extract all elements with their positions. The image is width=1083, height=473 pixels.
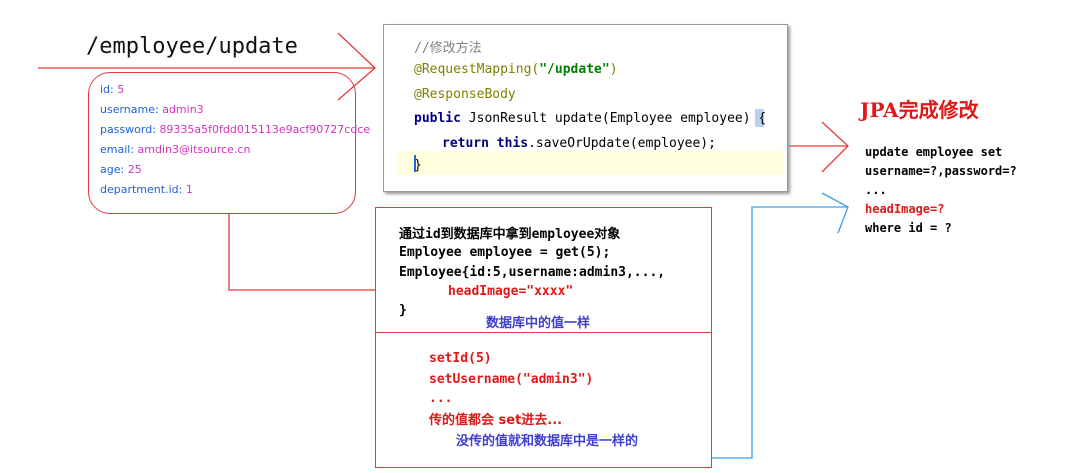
fetch-note: 数据库中的值一样 [486,316,591,331]
code-request-mapping: @RequestMapping("/update") [414,62,618,77]
unset-values-note: 没传的值就和数据库中是一样的 [456,434,639,449]
param-separator: : [120,163,128,176]
code-method-signature: public JsonResult update(Employee employ… [414,111,766,126]
param-row: age: 25 [100,160,370,180]
method-open: ) { [742,111,767,126]
code-to-sql-arrow-head [821,121,849,173]
param-separator: : [110,83,118,96]
param-key: department.id [100,183,179,196]
setter-setusername: setUsername("admin3") [429,372,594,387]
method-call: .saveOrUpdate(employee); [528,136,716,151]
param-row: email: amdin3@itsource.cn [100,140,370,160]
fetch-headimage-value: headImage="xxxx" [448,284,574,299]
param-key: id [100,83,111,96]
fetch-entity-close: } [399,303,407,318]
param-row: id: 5 [100,80,370,100]
param-value: 25 [127,163,142,176]
code-response-body: @ResponseBody [414,87,516,102]
fetch-description: 通过id到数据库中拿到employee对象 [399,227,621,242]
code-comment: //修改方法 [414,41,482,56]
keyword-public: public [414,111,461,126]
param-row: password: 89335a5f0fdd015113e9acf90727cd… [100,120,370,140]
sql-line: update employee set [865,145,1003,159]
param-row: department.id: 1 [100,180,370,200]
sql-line: ... [865,183,887,197]
text-cursor [414,155,416,172]
setter-setid: setId(5) [429,351,492,366]
request-params-box [88,72,356,214]
endpoint-path: /employee/update [86,34,298,59]
param-value: admin3 [162,103,204,116]
param-to-fetch-connector [228,214,375,291]
setter-note: 传的值都会 set进去... [429,413,563,428]
setter-to-sql-connector [712,206,848,459]
fetch-get-call: Employee employee = get(5); [399,245,611,260]
annotation-name: @RequestMapping( [414,62,540,77]
param-key: email [100,143,131,156]
annotation-close: ) [609,62,618,77]
param-value: 89335a5f0fdd015113e9acf90727cdce [159,123,371,136]
request-params-list: id: 5 username: admin3 password: 89335a5… [100,80,370,200]
param-key: username [100,103,155,116]
code-return-statement: return this.saveOrUpdate(employee); [442,136,716,151]
annotation-string: "/update" [539,62,610,77]
code-close-brace: } [414,158,422,173]
param-separator: : [130,143,138,156]
param-separator: : [155,103,163,116]
code-editor-snippet: //修改方法 @RequestMapping("/update") @Respo… [383,24,788,192]
brace-match-highlight [755,109,764,127]
setter-to-sql-arrow-head [821,192,849,234]
param-value: amdin3@itsource.cn [137,143,251,156]
current-line-highlight [398,151,784,175]
method-param: Employee employee [609,111,743,126]
param-key: password [100,123,153,136]
sql-statement: update employee set username=?,password=… [865,143,1017,238]
keyword-return: return [442,136,489,151]
method-name: JsonResult update( [468,111,610,126]
keyword-this: this [496,136,529,151]
param-separator: : [178,183,186,196]
sql-line-headimage: headImage=? [865,202,945,216]
param-value: 5 [117,83,125,96]
setter-ellipsis: ... [429,391,453,406]
section-divider [376,332,711,333]
process-explanation-box: 通过id到数据库中拿到employee对象 Employee employee … [375,207,712,468]
jpa-title: JPA完成修改 [860,98,979,122]
param-value: 1 [185,183,193,196]
param-row: username: admin3 [100,100,370,120]
param-separator: : [152,123,160,136]
param-key: age [100,163,121,176]
fetch-entity-value: Employee{id:5,username:admin3,..., [399,265,666,280]
sql-line: where id = ? [865,221,952,235]
sql-line: username=?,password=? [865,164,1017,178]
